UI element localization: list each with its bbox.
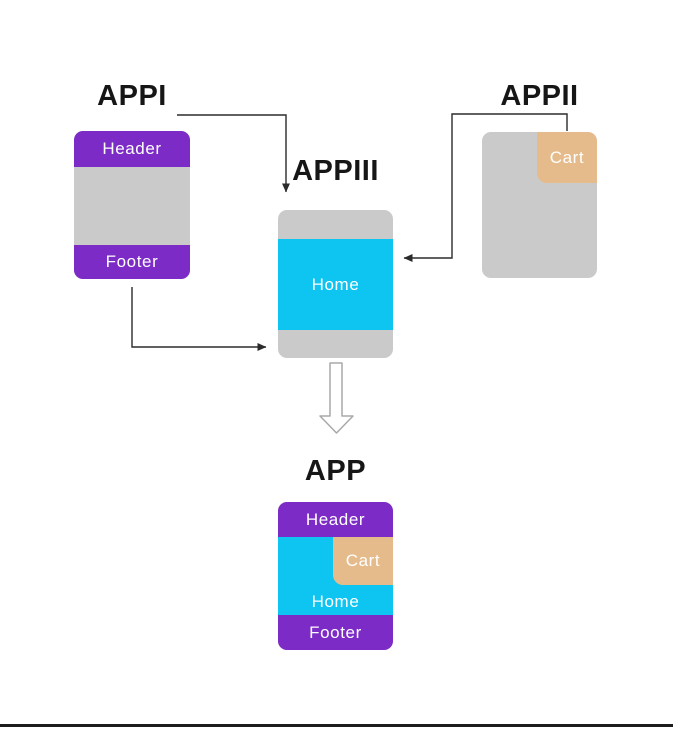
appii-title: APPII bbox=[500, 80, 579, 112]
bottom-divider bbox=[0, 724, 673, 727]
app-header-block: Header bbox=[278, 502, 393, 537]
appiii-card: Home bbox=[278, 210, 393, 358]
appi-title: APPI bbox=[97, 80, 167, 112]
appi-footer-block: Footer bbox=[74, 245, 190, 279]
app-home-label: Home bbox=[311, 592, 360, 611]
arrow-appi-to-appiii-left bbox=[131, 287, 267, 351]
merge-down-arrow-icon bbox=[319, 362, 354, 434]
appiii-home-block: Home bbox=[278, 239, 393, 330]
appi-header-block: Header bbox=[74, 131, 190, 167]
app-title: APP bbox=[304, 455, 367, 487]
appi-body-block bbox=[74, 167, 190, 245]
appi-card: Header Footer bbox=[74, 131, 190, 279]
appiii-title: APPIII bbox=[292, 155, 379, 187]
app-card: Header Cart Home Footer bbox=[278, 502, 393, 650]
app-cart-block: Cart bbox=[333, 537, 393, 585]
appii-cart-block: Cart bbox=[537, 132, 597, 183]
app-home-block: Cart Home bbox=[278, 537, 393, 615]
appii-body-block: Cart bbox=[482, 132, 597, 278]
app-footer-block: Footer bbox=[278, 615, 393, 650]
appiii-home-label: Home bbox=[311, 274, 360, 294]
appiii-top-gray-block bbox=[278, 210, 393, 239]
arrow-appi-to-appiii-top bbox=[177, 114, 290, 193]
appii-card: Cart bbox=[482, 132, 597, 278]
appiii-bottom-gray-block bbox=[278, 330, 393, 358]
